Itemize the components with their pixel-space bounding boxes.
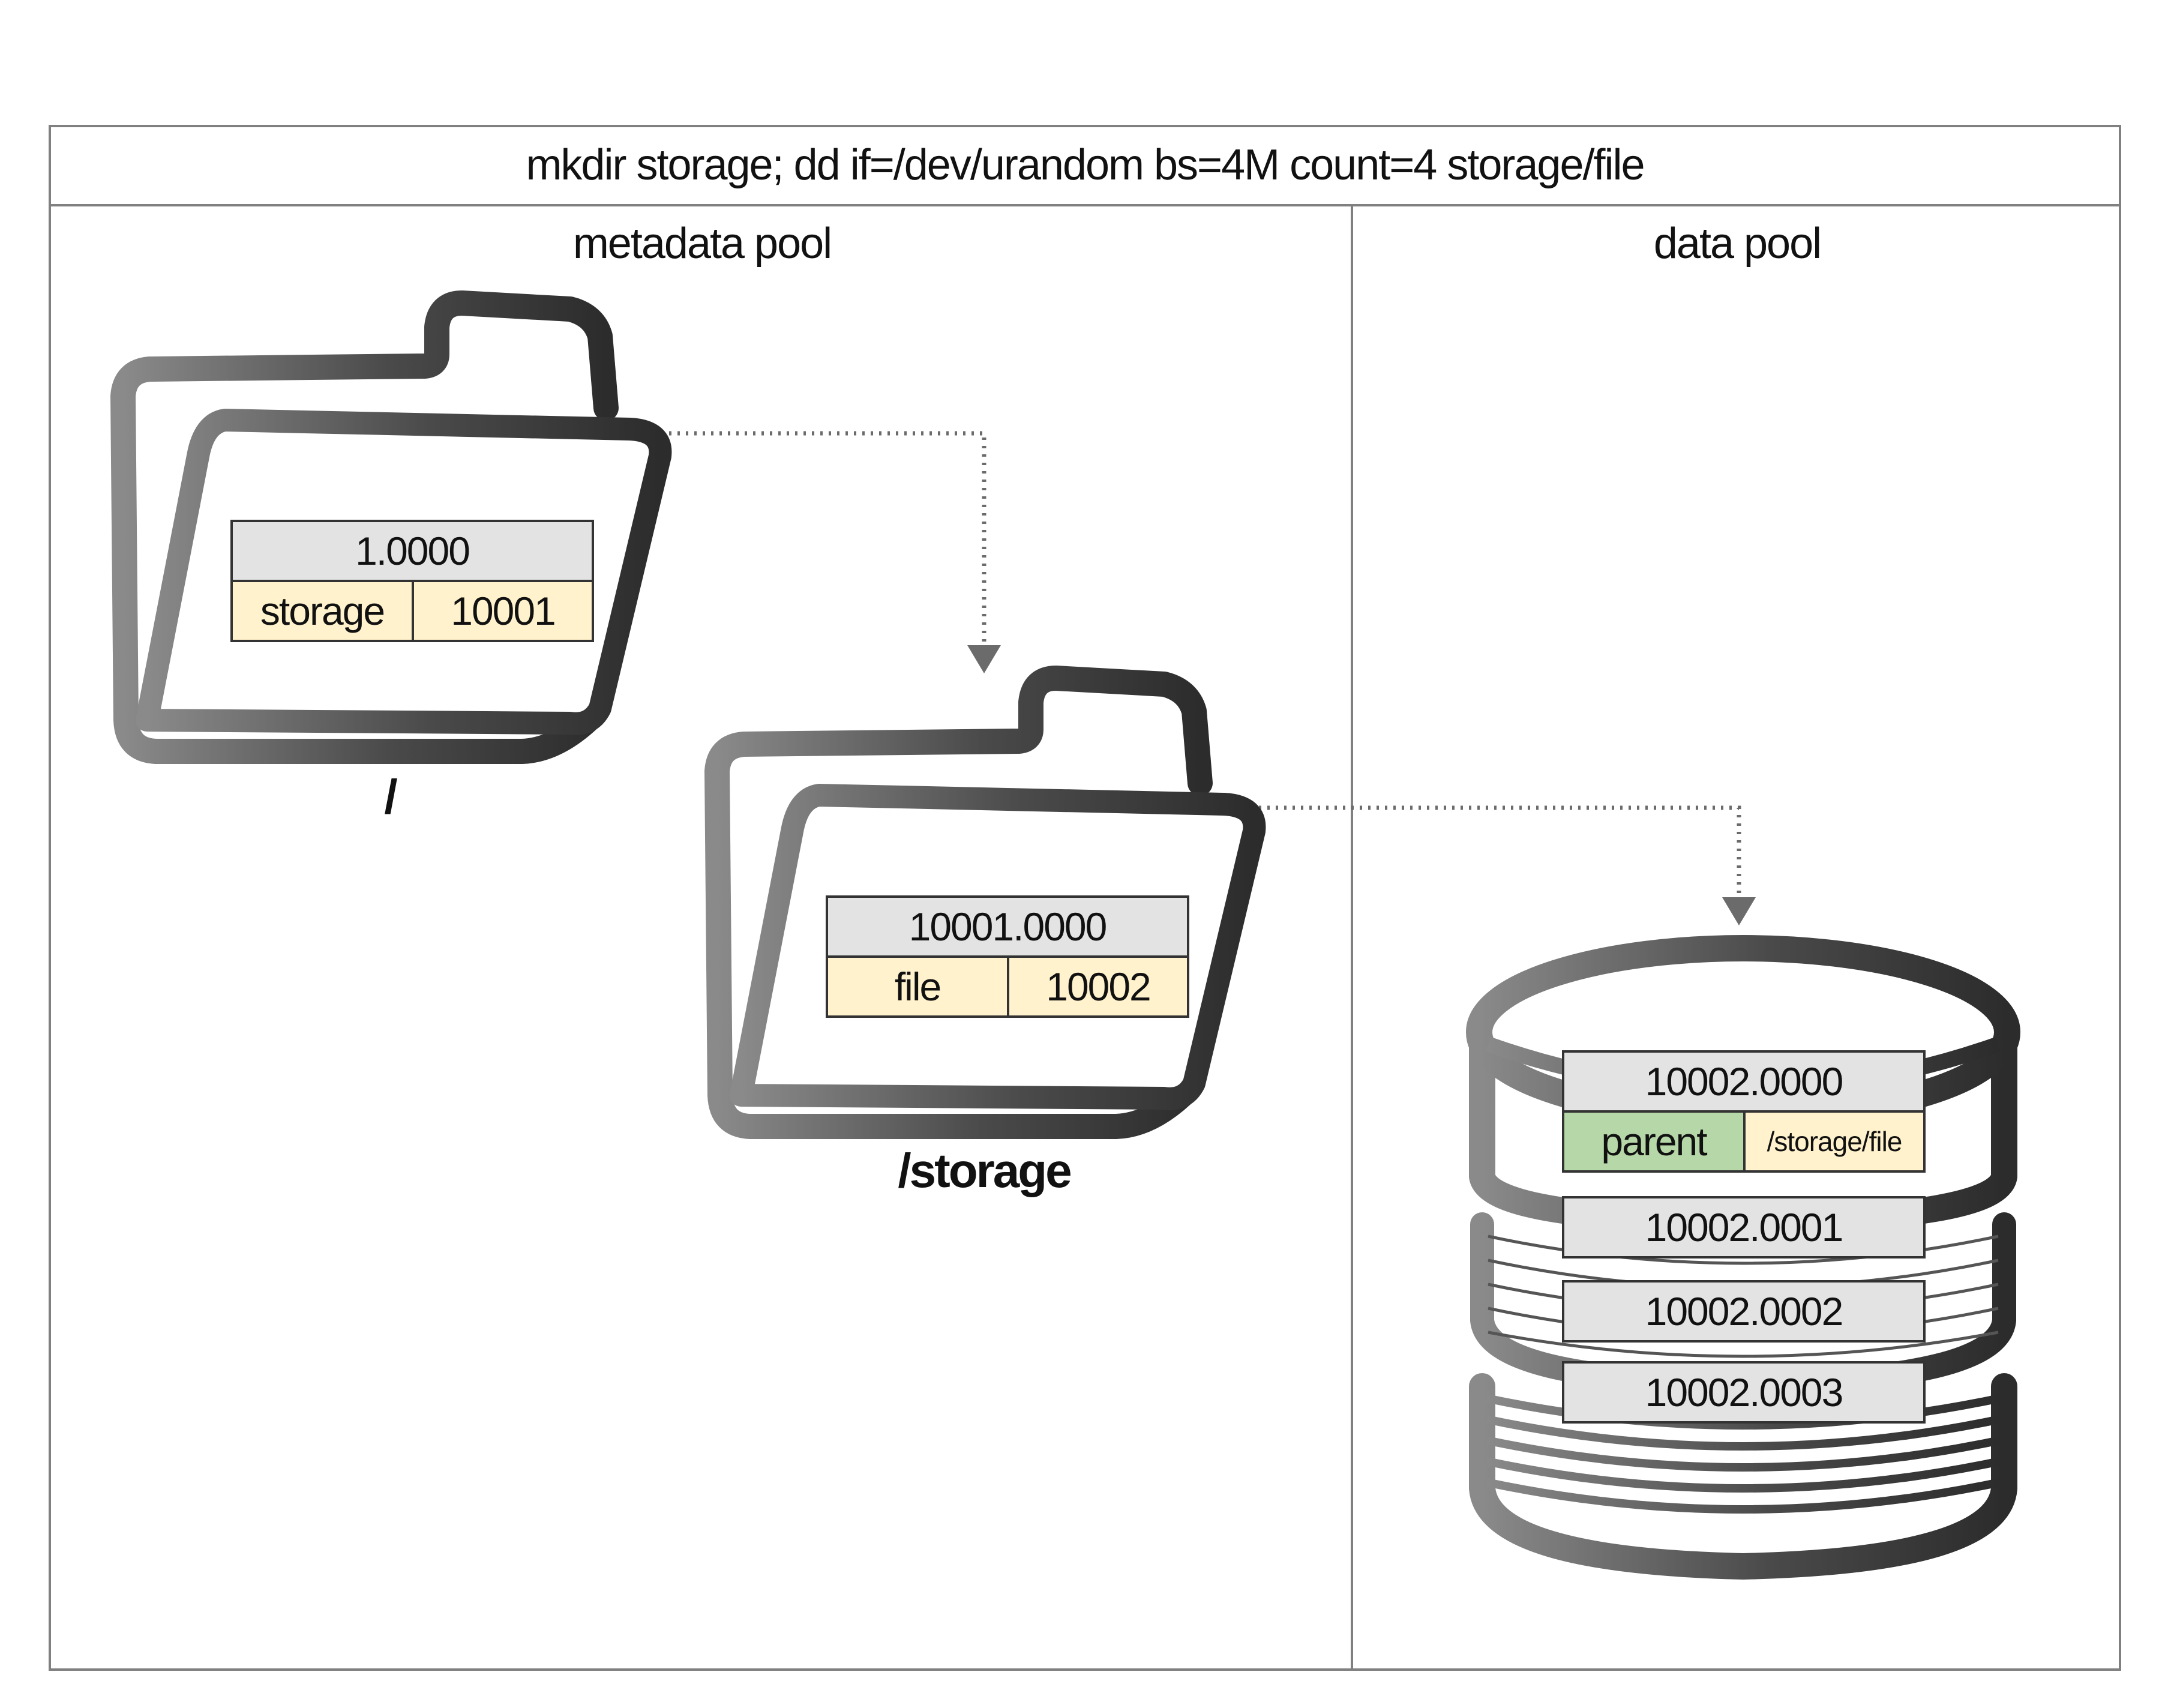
data-object-row: 10002.0002	[1562, 1280, 1926, 1343]
data-pool-heading: data pool	[1654, 220, 1821, 268]
root-entry-value: 10001	[451, 589, 555, 633]
data-object-name: 10002.0000	[1645, 1059, 1843, 1104]
data-object-name: 10002.0002	[1645, 1289, 1843, 1334]
command-title: mkdir storage; dd if=/dev/urandom bs=4M …	[526, 141, 1644, 189]
xattr-key: parent	[1601, 1119, 1707, 1164]
root-folder-label: /	[384, 770, 397, 823]
data-object-first: 10002.0000 parent /storage/file	[1562, 1050, 1926, 1173]
root-object-name: 1.0000	[355, 529, 469, 573]
metadata-pool-heading: metadata pool	[573, 220, 831, 268]
storage-folder-label: /storage	[898, 1144, 1070, 1197]
root-object-table: 1.0000 storage 10001	[230, 520, 594, 642]
storage-object-table: 10001.0000 file 10002	[826, 895, 1189, 1018]
storage-entry-value: 10002	[1046, 964, 1150, 1009]
connector-root-to-storage	[669, 431, 1001, 673]
data-object-row: 10002.0003	[1562, 1361, 1926, 1424]
connector-storage-to-data	[1259, 805, 1756, 925]
data-object-name: 10002.0003	[1645, 1370, 1843, 1415]
data-object-row: 10002.0001	[1562, 1196, 1926, 1258]
storage-object-name: 10001.0000	[909, 904, 1107, 949]
xattr-value: /storage/file	[1767, 1126, 1902, 1157]
root-entry-name: storage	[260, 589, 384, 633]
diagram-frame	[49, 125, 2121, 1671]
storage-entry-name: file	[895, 964, 940, 1009]
data-object-name: 10002.0001	[1645, 1205, 1843, 1249]
